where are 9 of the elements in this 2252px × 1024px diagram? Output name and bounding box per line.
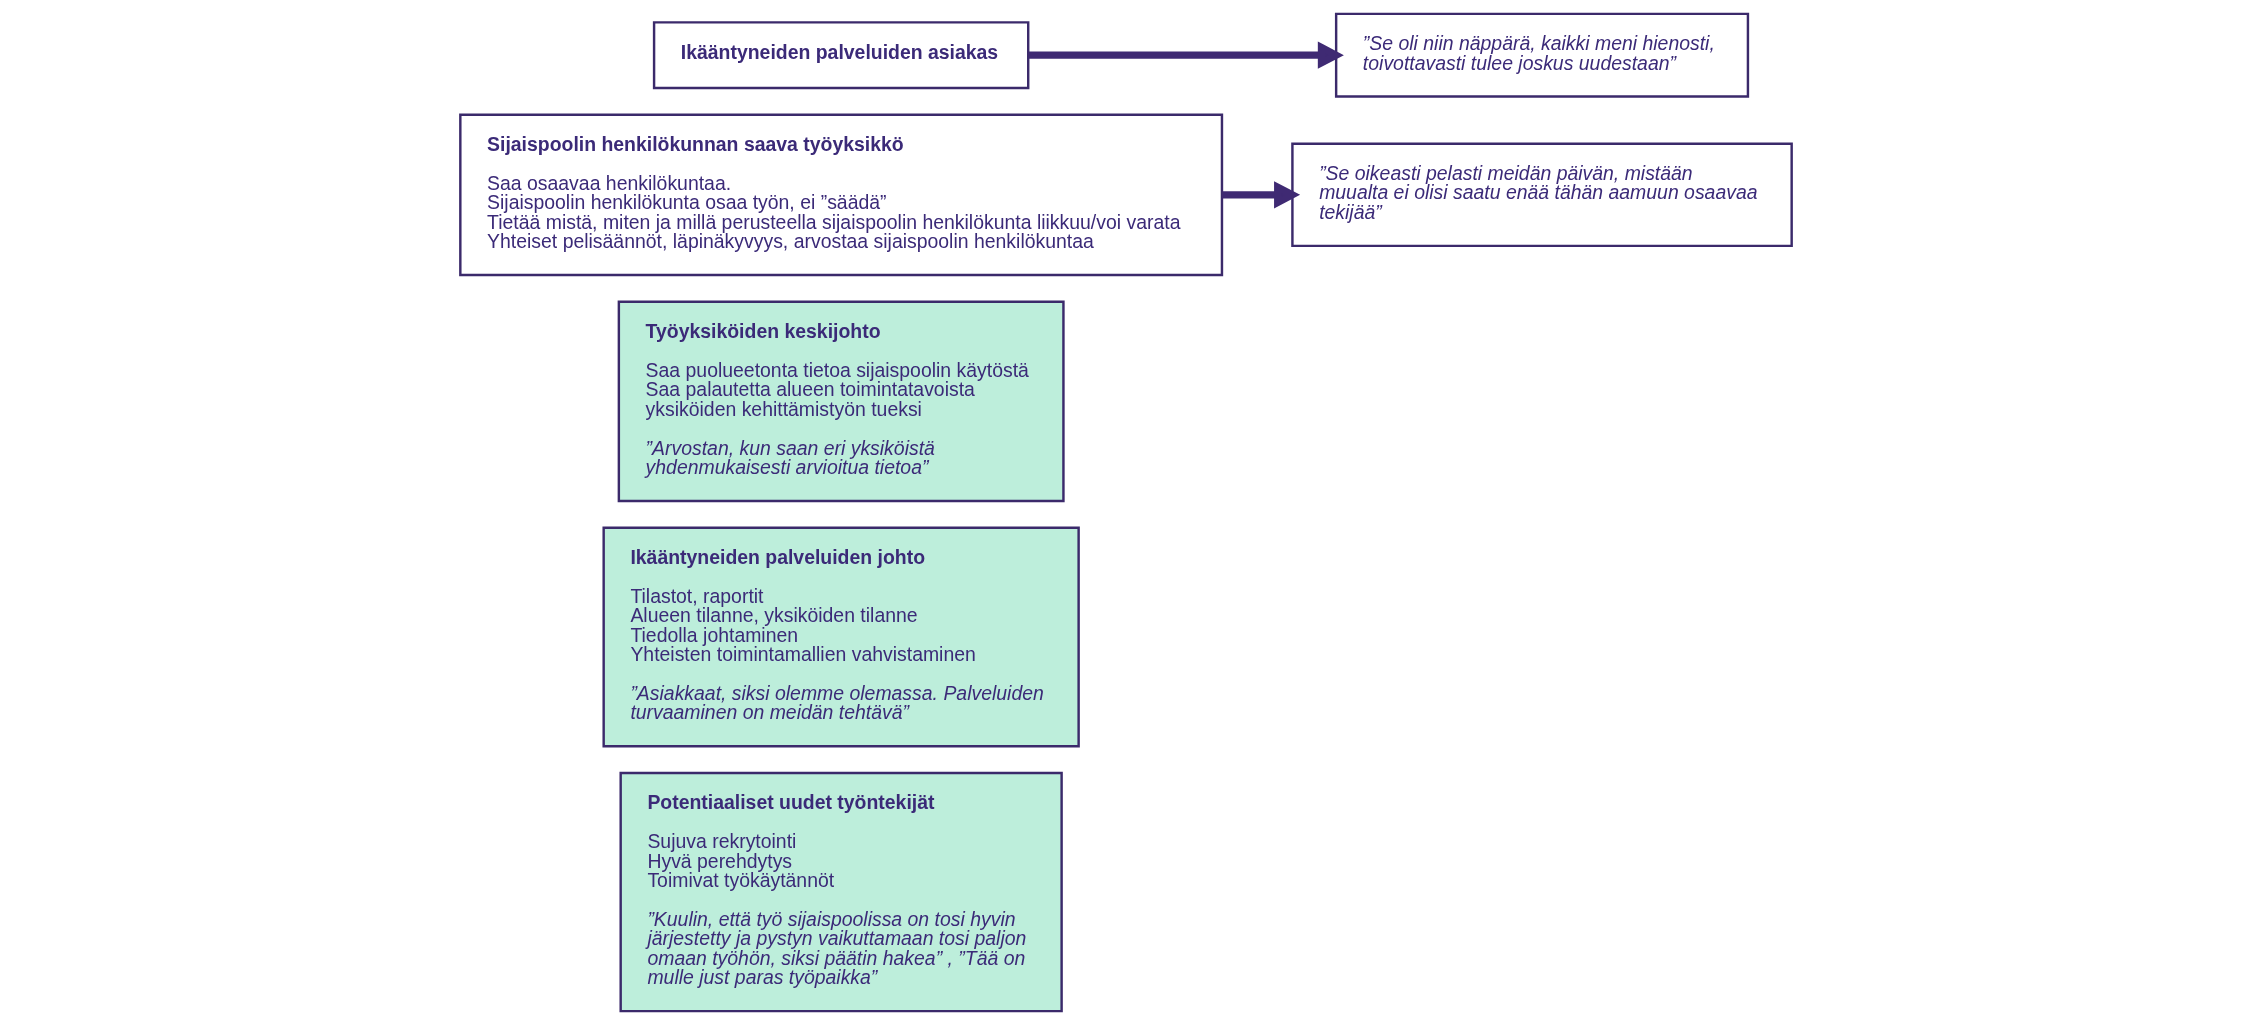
node-box: ”Se oikeasti pelasti meidän päivän, mistään muualta ei olisi saatu enää tähän aamuun osaavaa tekijää” [1291,142,1793,247]
node-box: ”Se oli niin näppärä, kaikki meni hienosti, toivottavasti tulee joskus uudestaan” [1334,12,1750,98]
node-box: Työyksiköiden keskijohto Saa puolueetonta tietoa sijaispoolin käytöstä Saa palautetta alueen toimintatavoista yksiköiden kehittämistyön tueksi ”Arvostan, kun saan eri yksiköistä yhdenmukaisesti arvioitua tietoa” [617,300,1065,502]
node-box: Ikääntyneiden palveluiden asiakas [652,20,1030,89]
arrow [1028,41,1344,69]
node-box: Potentiaaliset uudet työntekijät Sujuva rekrytointi Hyvä perehdytys Toimivat työkäytännöt ”Kuulin, että työ sijaispoolissa on tosi hyvin järjestetty ja pystyn vaikuttamaan tosi paljon omaan työhön, siksi päätin hakea” , ”Tää on mulle just paras työpaikka” [619,771,1063,1012]
arrow [1222,180,1301,209]
node-box: Ikääntyneiden palveluiden johto Tilastot, raportit Alueen tilanne, yksiköiden tilanne Tiedolla johtaminen Yhteisten toimintamallien vahvistaminen ”Asiakkaat, siksi olemme olemassa. Palveluiden turvaaminen on meidän tehtävä” [602,525,1080,748]
node-box: Sijaispoolin henkilökunnan saava työyksikkö Saa osaavaa henkilökuntaa. Sijaispoolin henkilökunta osaa työn, ei ”säädä” Tietää mistä, miten ja millä perusteella sijaispoolin henkilökunta liikkuu/voi varata Yhteiset pelisäännöt, läpinäkyvyys, arvostaa sijaispoolin henkilökuntaa [459,112,1224,276]
